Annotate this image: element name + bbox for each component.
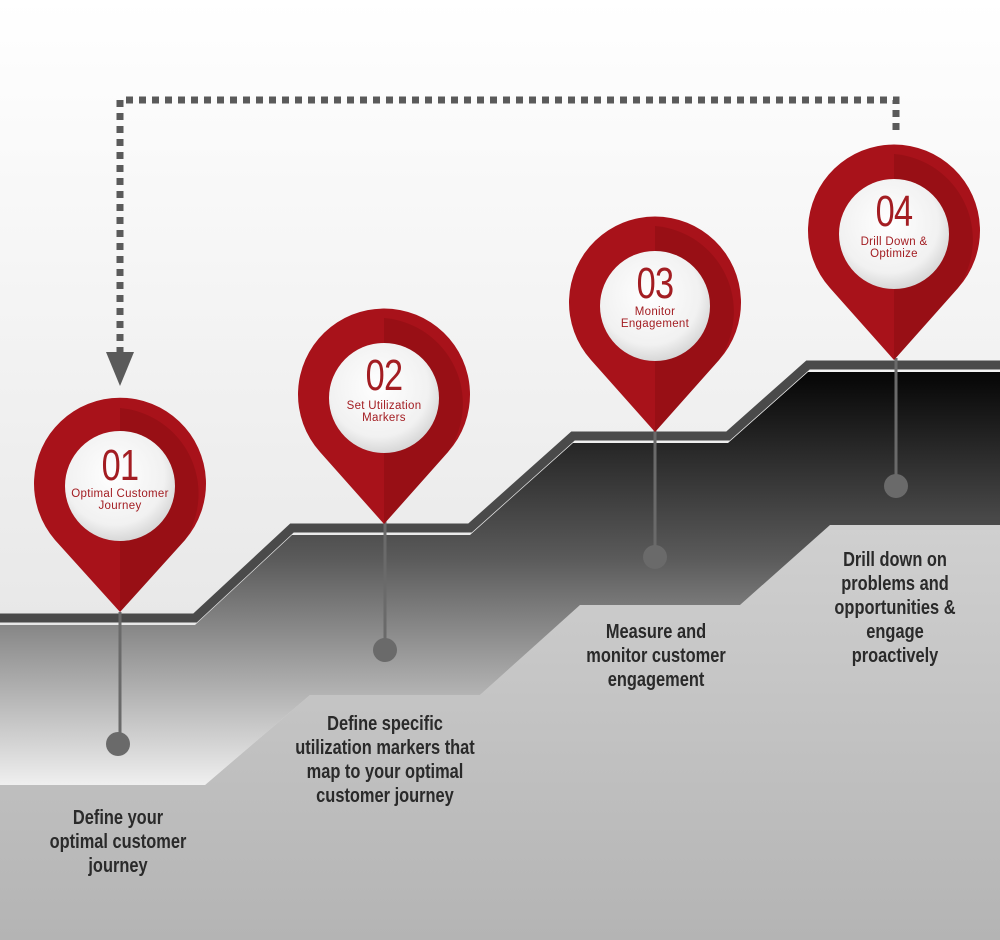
- stem-dot-04: [884, 474, 908, 498]
- step-number-04: 04: [875, 187, 913, 236]
- step-description-04: Drill down on problems and opportunities…: [834, 549, 956, 667]
- stair-body: [0, 372, 1000, 785]
- pin-04-icon: [808, 144, 981, 360]
- step-label-01: Optimal Customer Journey: [71, 488, 169, 512]
- stem-dot-03: [643, 545, 667, 569]
- step-description-02: Define specific utilization markers that…: [295, 713, 475, 807]
- pin-02-icon: [298, 308, 470, 524]
- pin-03-icon: [569, 216, 741, 432]
- step-label-04: Drill Down & Optimize: [860, 236, 928, 260]
- step-label-02: Set Utilization Markers: [346, 400, 422, 424]
- stem-dot-01: [106, 732, 130, 756]
- arrow-head-icon: [106, 352, 134, 386]
- lower-band: [0, 525, 1000, 940]
- stem-dot-02: [373, 638, 397, 662]
- step-description-03: Measure and monitor customer engagement: [586, 621, 726, 691]
- dotted-return-line: [116, 96, 900, 355]
- step-number-01: 01: [101, 441, 139, 490]
- step-description-01: Define your optimal customer journey: [49, 807, 187, 877]
- step-number-02: 02: [365, 351, 403, 400]
- pin-01-icon: [34, 397, 207, 612]
- stems: [106, 358, 908, 756]
- step-label-03: Monitor Engagement: [620, 306, 690, 330]
- step-number-03: 03: [636, 259, 674, 308]
- stair-top-edge: [0, 360, 1000, 623]
